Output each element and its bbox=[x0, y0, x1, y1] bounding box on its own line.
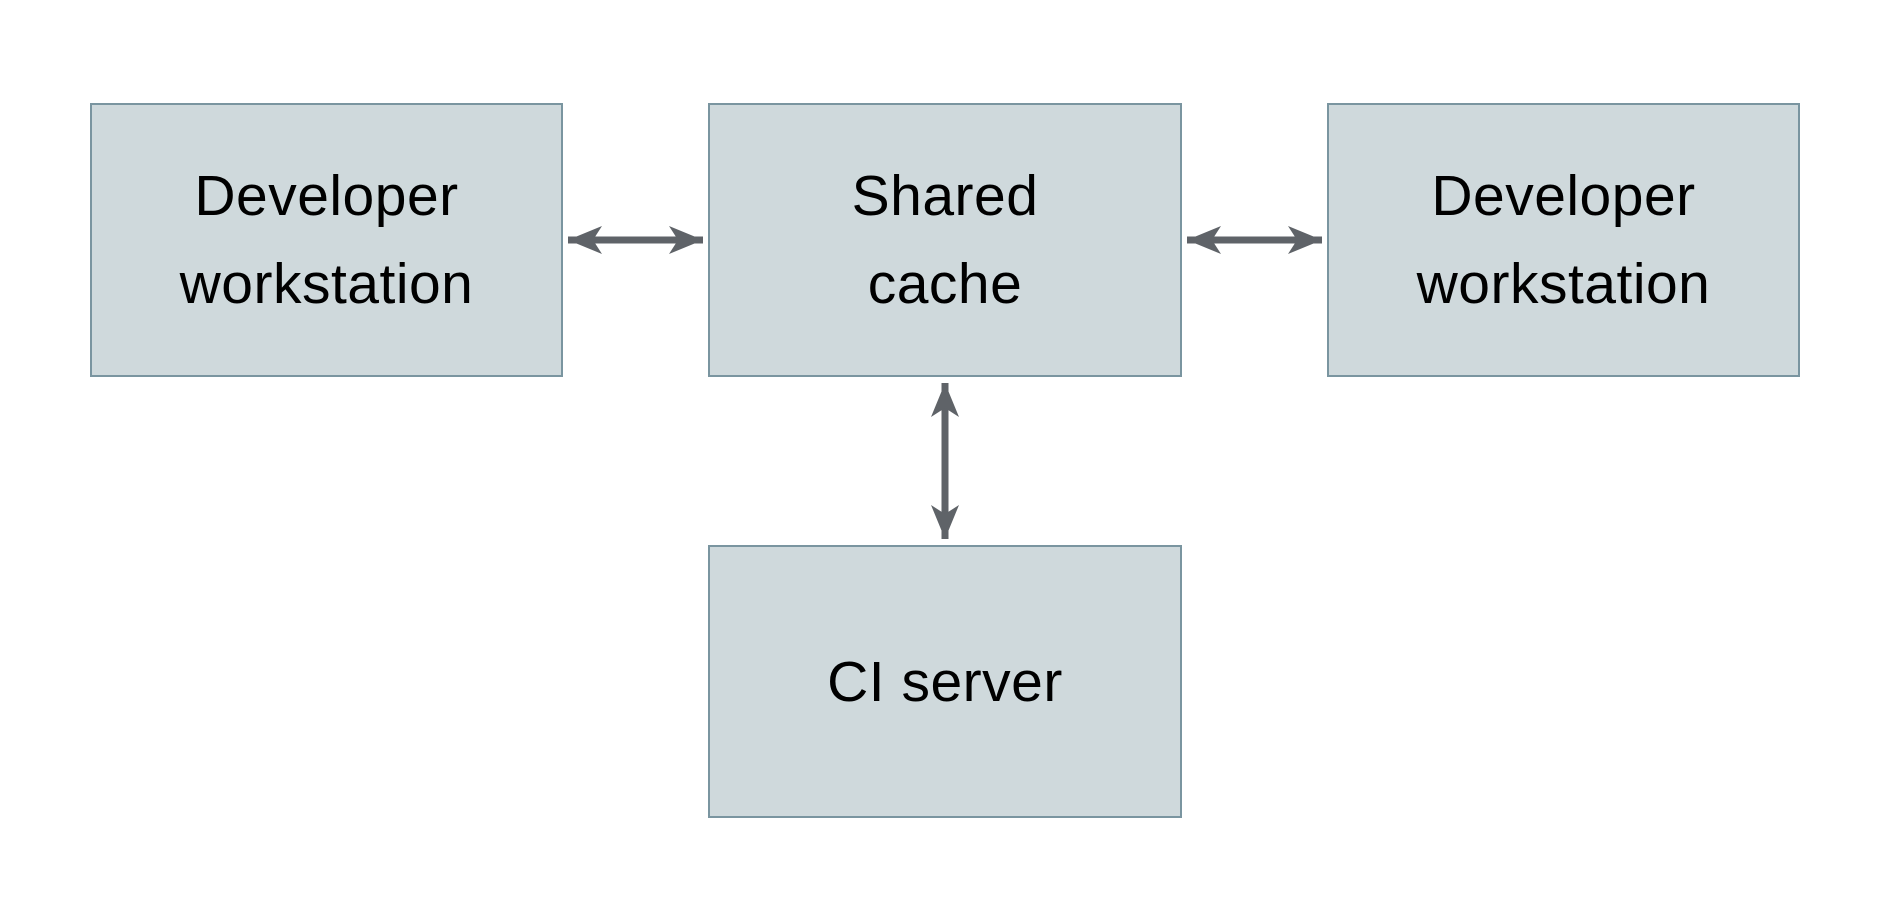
node-developer-workstation-left: Developer workstation bbox=[90, 103, 563, 377]
node-ci-server: CI server bbox=[708, 545, 1182, 818]
node-shared-cache: Shared cache bbox=[708, 103, 1182, 377]
node-label: Developer workstation bbox=[179, 164, 474, 316]
node-label: Developer workstation bbox=[1416, 164, 1711, 316]
node-developer-workstation-right: Developer workstation bbox=[1327, 103, 1800, 377]
node-label: CI server bbox=[827, 649, 1063, 714]
node-label: Shared cache bbox=[851, 164, 1039, 316]
